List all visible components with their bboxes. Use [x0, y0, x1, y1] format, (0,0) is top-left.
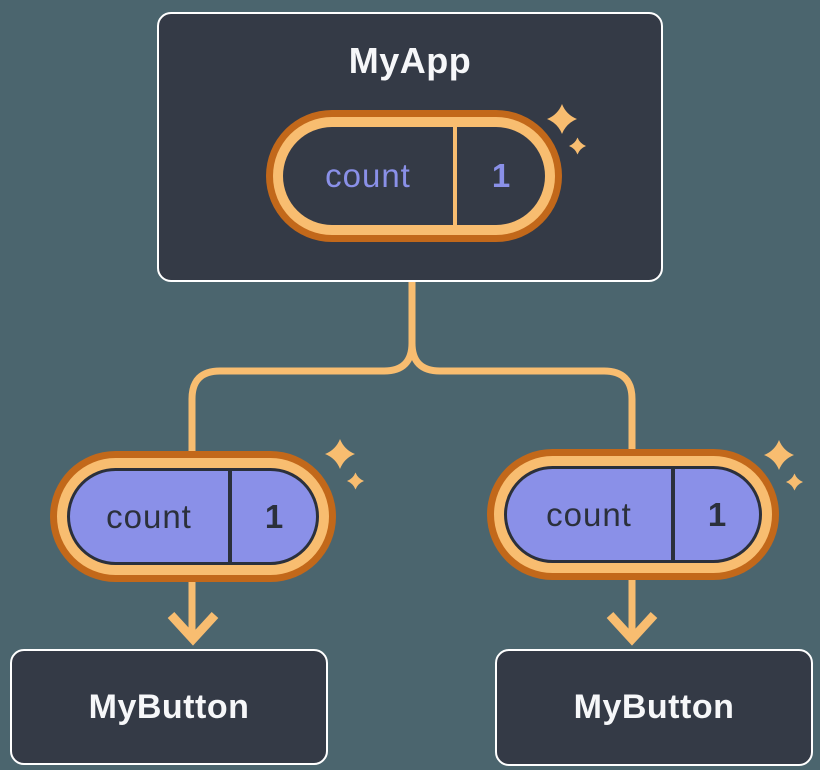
state-name-label: count	[325, 157, 411, 194]
prop-value: 1	[264, 497, 284, 535]
state-pill-ring: count 1	[273, 117, 555, 235]
sparkle-icon	[325, 439, 364, 490]
state-pill-myapp: count 1	[266, 110, 562, 242]
prop-name-label: count	[106, 497, 192, 535]
pill-divider	[453, 127, 457, 225]
branch-line-right	[408, 276, 636, 634]
prop-pill-mybutton-left: count 1	[50, 451, 336, 582]
arrow-down-icon	[606, 611, 658, 646]
prop-pill-body: count 1	[67, 468, 319, 565]
prop-pill-ring: count 1	[494, 456, 772, 573]
component-title: MyButton	[88, 687, 250, 726]
component-node-mybutton-right: MyButton	[495, 649, 813, 766]
prop-pill-ring: count 1	[57, 458, 329, 575]
pill-divider	[228, 471, 232, 562]
component-node-myapp: MyApp count 1	[157, 12, 663, 282]
prop-pill-mybutton-right: count 1	[487, 449, 779, 580]
sparkle-icon	[764, 440, 803, 491]
component-title: MyApp	[348, 40, 472, 81]
pill-divider	[671, 469, 675, 560]
prop-pill-body: count 1	[504, 466, 762, 563]
sparkle-icon	[547, 104, 586, 155]
state-value: 1	[491, 157, 511, 194]
arrow-down-icon	[167, 611, 219, 646]
state-pill-body: count 1	[283, 127, 545, 225]
prop-value: 1	[707, 495, 727, 533]
prop-name-label: count	[546, 495, 632, 533]
component-title: MyButton	[573, 688, 735, 726]
component-node-mybutton-left: MyButton	[10, 649, 328, 765]
